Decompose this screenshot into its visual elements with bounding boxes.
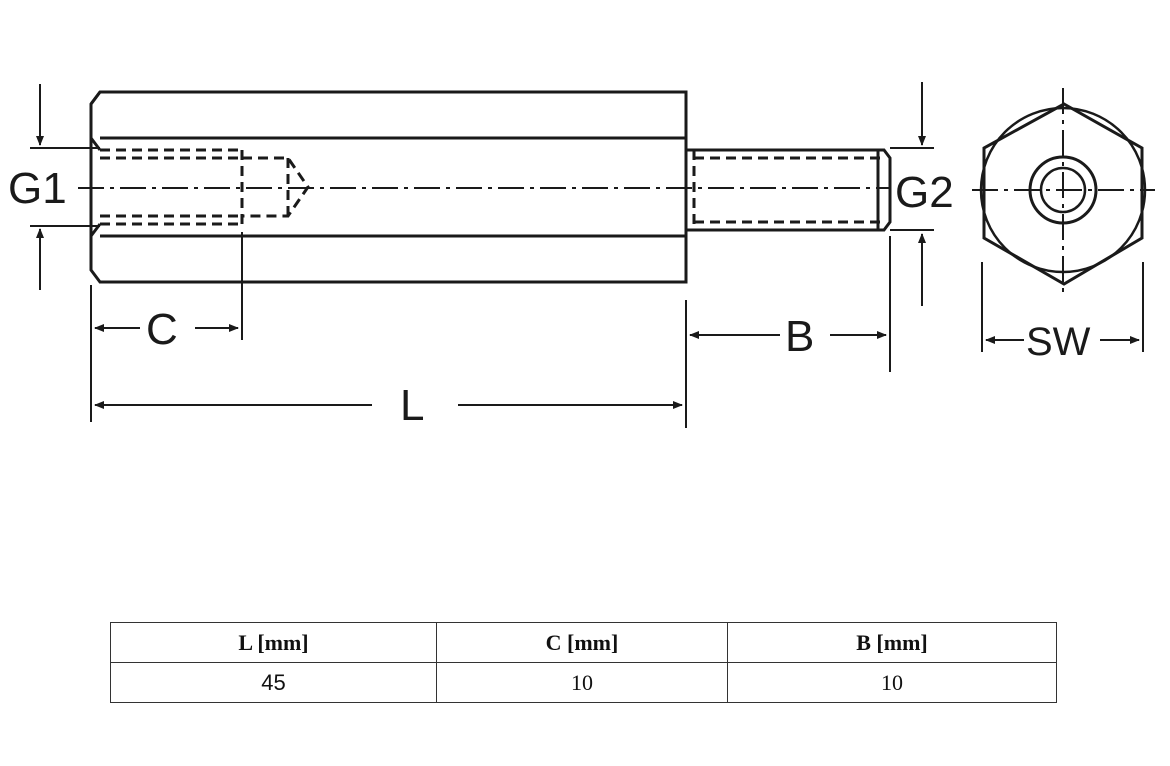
internal-thread xyxy=(100,148,310,226)
label-sw: SW xyxy=(1026,320,1091,364)
dimension-table: L [mm] C [mm] B [mm] 45 10 10 xyxy=(110,622,1057,703)
cell-b: 10 xyxy=(727,662,1057,703)
standoff-technical-drawing: G1 G2 C L B SW xyxy=(8,82,1155,430)
cell-c: 10 xyxy=(436,662,728,703)
label-c: C xyxy=(146,305,178,354)
label-g2: G2 xyxy=(895,168,954,217)
table-row: 45 10 10 xyxy=(110,662,1057,703)
cell-l: 45 xyxy=(110,662,437,703)
label-g1: G1 xyxy=(8,164,67,213)
hex-end-view xyxy=(982,102,1144,286)
header-c: C [mm] xyxy=(436,622,728,663)
label-b: B xyxy=(785,312,814,361)
label-l: L xyxy=(400,381,424,430)
table-header-row: L [mm] C [mm] B [mm] xyxy=(110,622,1057,663)
header-b: B [mm] xyxy=(727,622,1057,663)
threaded-stud-outline xyxy=(686,148,892,232)
external-thread-dashes xyxy=(692,150,884,230)
header-l: L [mm] xyxy=(110,622,437,663)
thread-hole-inner xyxy=(1039,166,1087,214)
chamfer-top xyxy=(89,91,102,105)
